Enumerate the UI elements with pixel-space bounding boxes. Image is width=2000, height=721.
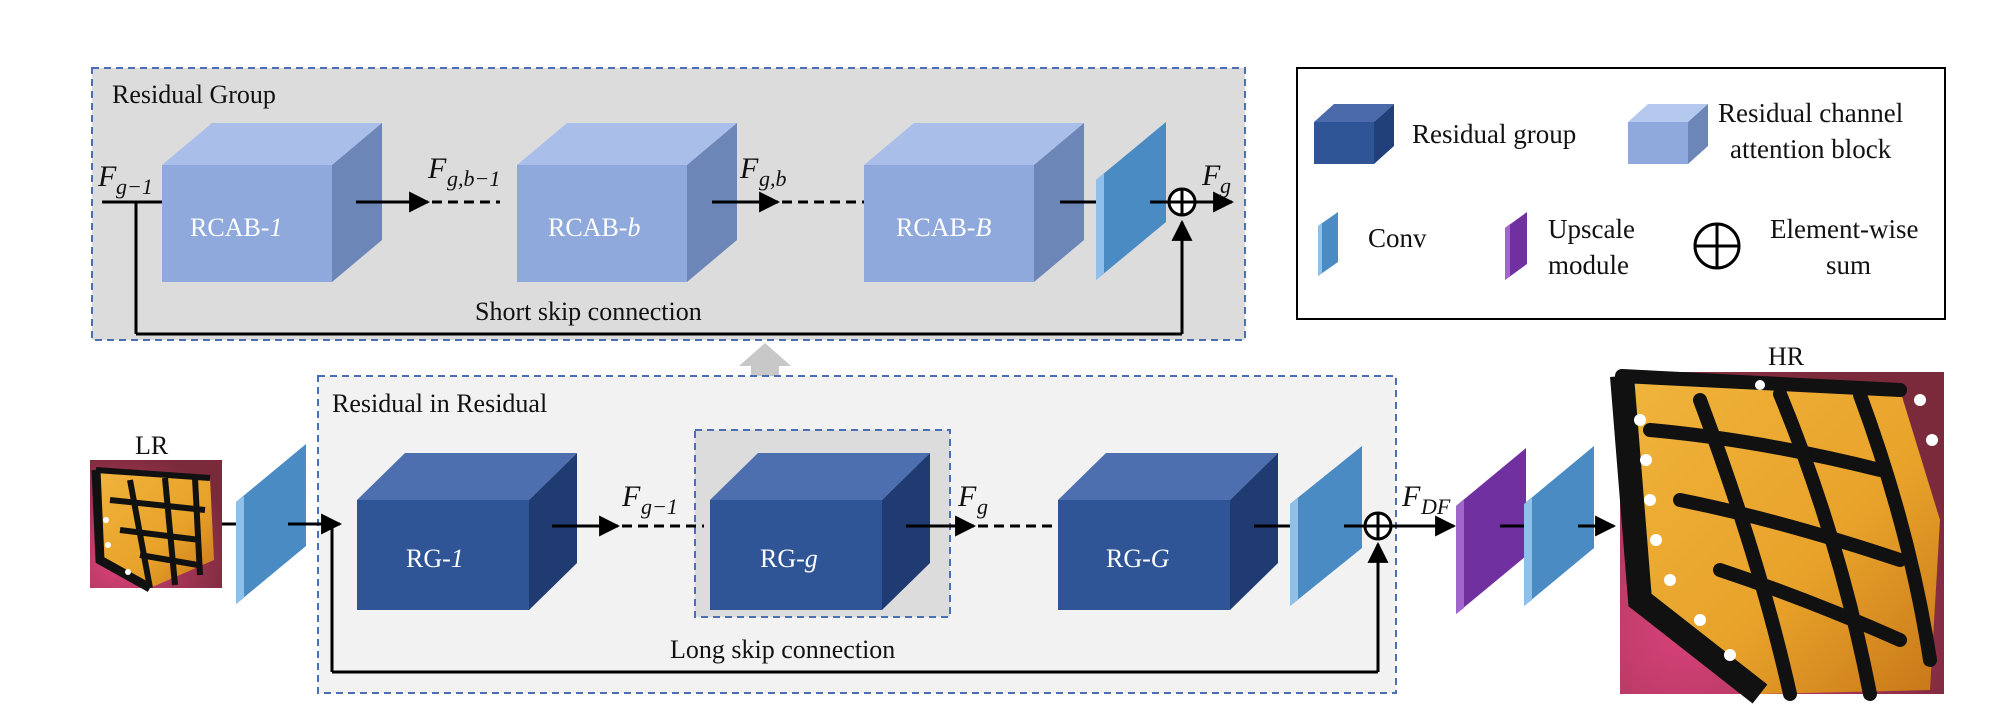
lr-butterfly-image: [90, 460, 222, 592]
symbol-f-df: F DF: [1401, 480, 1451, 519]
svg-text:Conv: Conv: [1368, 223, 1427, 253]
symbol-f-g-out: F g: [1201, 159, 1231, 198]
svg-text:Upscale: Upscale: [1548, 214, 1635, 244]
legend-element-wise-sum: Element-wise sum: [1693, 214, 1918, 280]
upscale-module: [1456, 448, 1526, 614]
svg-text:attention block: attention block: [1730, 134, 1892, 164]
svg-text:F: F: [621, 480, 641, 513]
residual-group-block-g: RG-g: [710, 453, 930, 610]
residual-group-panel: Residual Group F g−1 RCAB-1 F g,b−1: [91, 67, 1246, 341]
residual-group-block-1: RG-1: [357, 453, 577, 610]
svg-text:g−1: g−1: [641, 494, 678, 519]
long-skip-label: Long skip connection: [670, 635, 895, 664]
legend: Residual group Residual channel attentio…: [1296, 67, 1946, 320]
svg-text:F: F: [427, 152, 447, 185]
hr-label: HR: [1768, 342, 1805, 371]
rcab-block-1: RCAB-1: [162, 123, 382, 282]
svg-text:RCAB-b: RCAB-b: [548, 213, 640, 242]
svg-text:F: F: [97, 160, 117, 193]
residual-in-residual-panel: Residual in Residual RG-1 F g−1 RG-g: [317, 375, 1397, 694]
element-wise-sum-rir: [1363, 511, 1393, 541]
svg-text:F: F: [1201, 159, 1221, 192]
svg-text:g,b: g,b: [759, 166, 787, 191]
conv-layer-input: [236, 444, 306, 604]
element-wise-sum-rg: [1167, 187, 1197, 217]
svg-text:g: g: [1220, 173, 1231, 198]
svg-text:F: F: [957, 480, 977, 513]
rcab-block-b: RCAB-b: [517, 123, 737, 282]
svg-text:sum: sum: [1826, 250, 1871, 280]
rcab-block-B: RCAB-B: [864, 123, 1084, 282]
svg-text:F: F: [1401, 480, 1421, 513]
conv-layer-final: [1524, 446, 1594, 606]
legend-conv: Conv: [1318, 212, 1427, 276]
svg-text:RCAB-1: RCAB-1: [190, 213, 282, 242]
symbol-f-g-b-minus-1: F g,b−1: [427, 152, 500, 191]
symbol-f-g-bottom: F g: [957, 480, 988, 519]
svg-text:g,b−1: g,b−1: [447, 166, 500, 191]
svg-text:RG-1: RG-1: [406, 544, 464, 573]
legend-residual-group: Residual group: [1314, 104, 1576, 164]
svg-text:RG-g: RG-g: [760, 544, 818, 573]
svg-text:Residual group: Residual group: [1412, 119, 1576, 149]
conv-layer-rir: [1290, 446, 1362, 606]
svg-text:Residual channel: Residual channel: [1718, 98, 1903, 128]
hr-butterfly-image: [1610, 369, 1944, 704]
symbol-f-g-b: F g,b: [739, 152, 787, 191]
residual-in-residual-title: Residual in Residual: [332, 389, 547, 418]
legend-upscale: Upscale module: [1505, 212, 1635, 280]
svg-text:g: g: [977, 494, 988, 519]
svg-text:module: module: [1548, 250, 1629, 280]
svg-text:DF: DF: [1420, 494, 1451, 519]
symbol-f-g-minus-1-top: F g−1: [97, 160, 153, 199]
svg-text:RG-G: RG-G: [1106, 544, 1170, 573]
svg-text:F: F: [739, 152, 759, 185]
symbol-f-g-minus-1-bottom: F g−1: [621, 480, 678, 519]
residual-group-title: Residual Group: [112, 80, 276, 109]
residual-group-block-G: RG-G: [1058, 453, 1278, 610]
short-skip-label: Short skip connection: [475, 297, 702, 326]
legend-rcab: Residual channel attention block: [1628, 98, 1903, 164]
plus-circle-icon: [1693, 222, 1741, 270]
conv-layer-rg: [1096, 122, 1166, 280]
svg-text:Element-wise: Element-wise: [1770, 214, 1918, 244]
svg-text:RCAB-B: RCAB-B: [896, 213, 991, 242]
lr-label: LR: [135, 431, 169, 460]
svg-text:g−1: g−1: [116, 174, 153, 199]
